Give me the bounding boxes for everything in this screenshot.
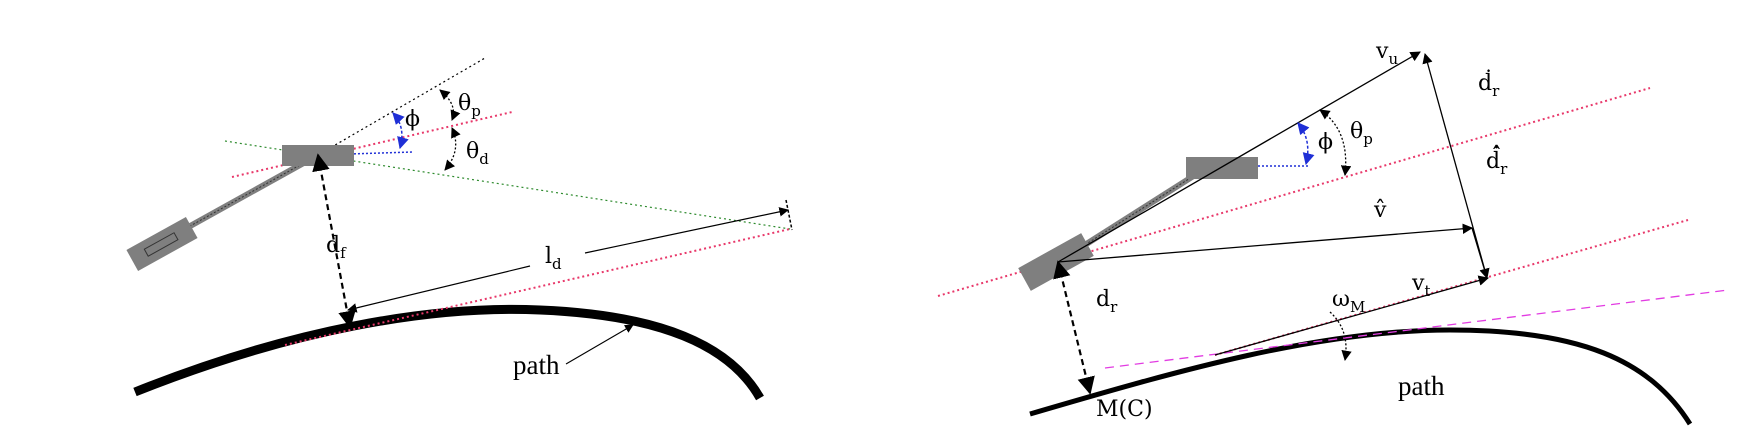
right-red-dotted-line-upper xyxy=(937,87,1651,297)
right-theta-p-arc xyxy=(1319,109,1352,177)
left-heading-line xyxy=(317,57,486,156)
right-vehicle-body xyxy=(1186,157,1258,179)
right-dr-dot-arrow xyxy=(1422,52,1490,280)
left-ld-label: ld xyxy=(545,244,562,273)
left-path-curve xyxy=(133,304,764,401)
right-theta-p-label: θp xyxy=(1350,119,1373,148)
left-ld-endcap xyxy=(785,199,793,231)
right-phi-arc xyxy=(1297,122,1315,166)
left-df-label: df xyxy=(326,233,347,262)
left-theta-d-arc xyxy=(444,127,461,171)
right-dr-label: dr xyxy=(1096,287,1118,316)
right-vu-arrow xyxy=(1057,51,1421,263)
right-omega-m-arc xyxy=(1329,311,1352,362)
left-theta-p-arc xyxy=(439,89,461,121)
left-ld-arrow-a xyxy=(347,265,531,313)
right-vt-label: vt xyxy=(1411,271,1430,300)
right-mc-label: M(C) xyxy=(1096,397,1153,422)
right-vu-label: vu xyxy=(1375,39,1398,68)
left-ld-arrow-b xyxy=(584,207,789,254)
left-df-arrow xyxy=(312,153,356,329)
left-theta-d-label: θd xyxy=(466,139,489,168)
left-panel: θp ϕ θd df ld path xyxy=(126,57,793,401)
right-dr-hat-dot-arrow xyxy=(1471,227,1488,279)
left-theta-p-label: θp xyxy=(458,91,481,120)
right-phi-label: ϕ xyxy=(1318,130,1333,155)
right-vhat-arrow xyxy=(1057,223,1474,263)
right-omega-m-label: ωM xyxy=(1332,287,1365,316)
right-path-curve xyxy=(1029,327,1693,426)
right-vhat-label: v̂ xyxy=(1373,198,1387,223)
right-dr-dot-label: ḋr xyxy=(1478,69,1500,100)
left-phi-label: ϕ xyxy=(405,107,420,132)
right-dr-hat-dot-label: d̂̇r xyxy=(1486,145,1508,178)
right-dr-arrow xyxy=(1053,260,1095,395)
right-trailer-body xyxy=(1018,233,1094,291)
left-path-pointer xyxy=(565,324,634,365)
left-path-tangent-line xyxy=(284,228,791,346)
right-panel: vu ḋr d̂̇r ϕ θp v̂ vt ωM dr M(C) path xyxy=(937,39,1729,426)
right-path-label: path xyxy=(1398,371,1445,401)
right-vt-arrow xyxy=(1214,275,1490,356)
left-trailer-body xyxy=(126,217,198,271)
left-phi-arc xyxy=(392,112,409,150)
left-path-label: path xyxy=(513,350,560,380)
